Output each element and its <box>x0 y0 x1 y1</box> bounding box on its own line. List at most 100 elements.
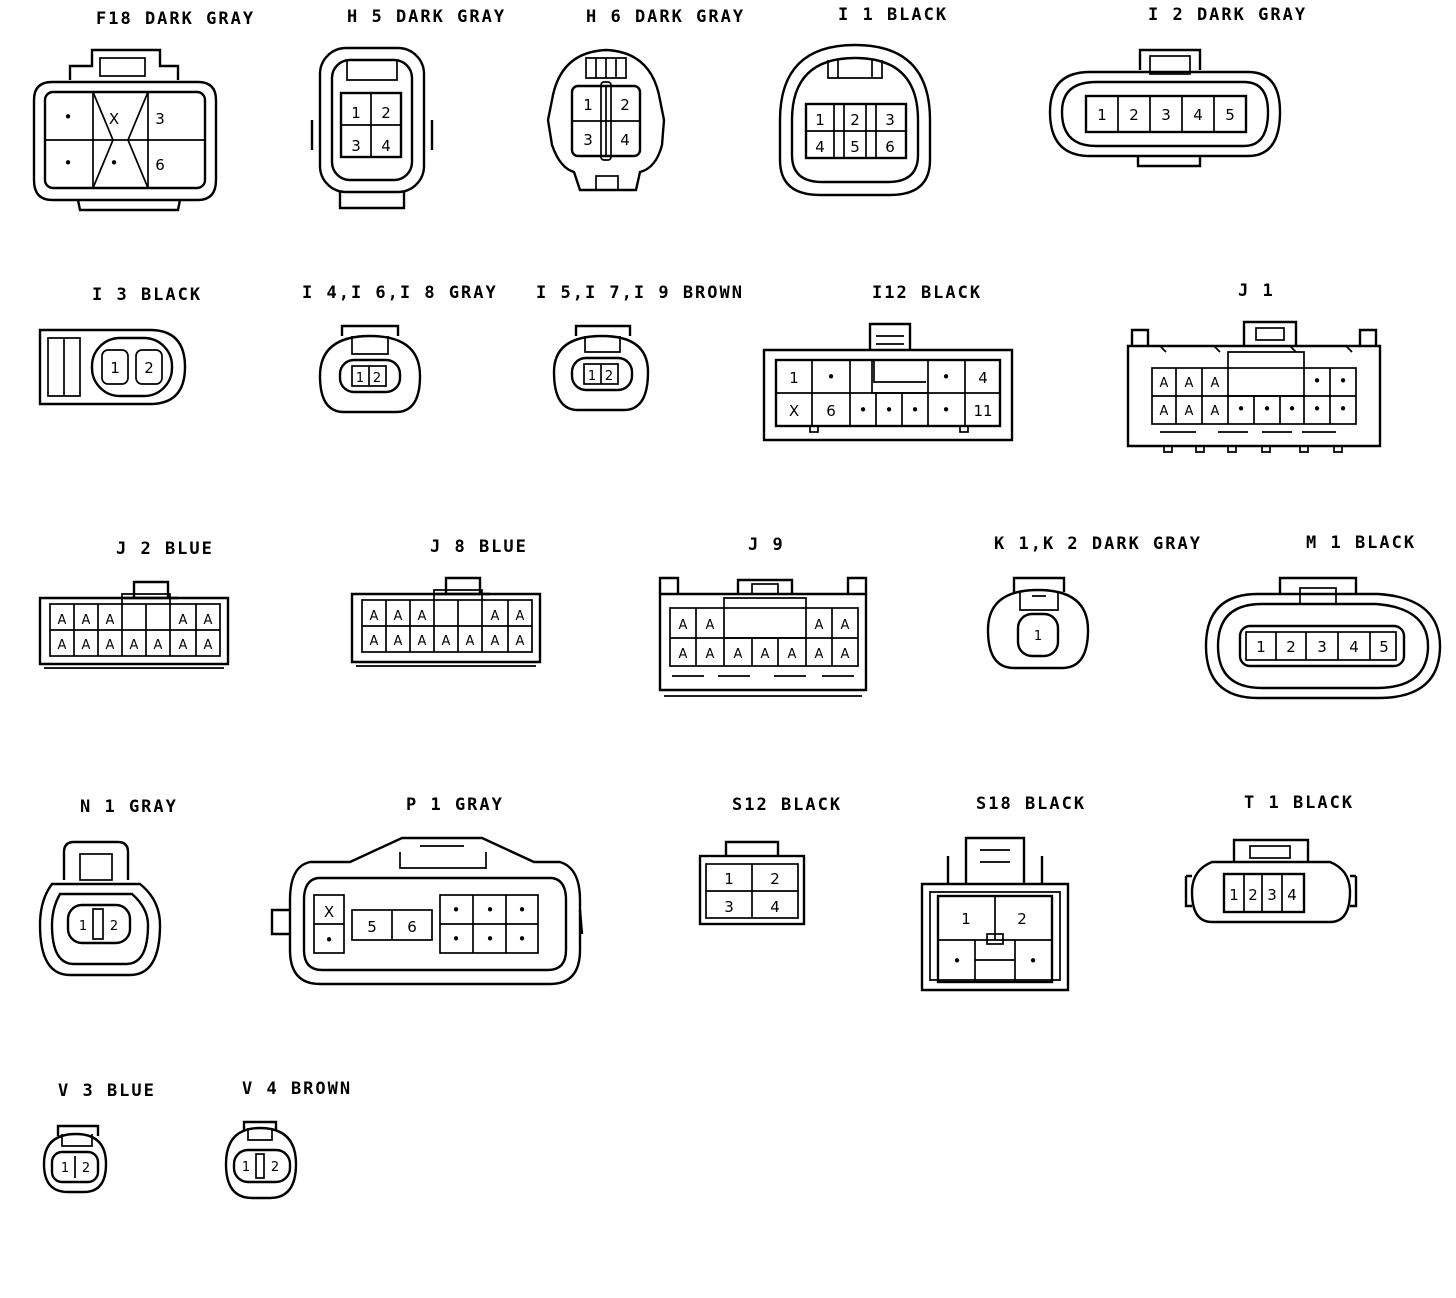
pin: 3 <box>885 111 895 129</box>
connector-label: J 2 BLUE <box>116 539 214 559</box>
connector-h5: H 5 DARK GRAY 1 2 3 4 <box>310 7 504 210</box>
pin: 1 <box>1097 106 1107 124</box>
pin: 6 <box>826 402 836 420</box>
pin: 1 <box>583 96 593 114</box>
pin: • <box>942 401 951 419</box>
pin: 1 <box>356 371 364 386</box>
pin: • <box>942 368 951 386</box>
connector-label: I 2 DARK GRAY <box>1148 5 1307 25</box>
pin: A <box>1160 404 1169 419</box>
pin: 1 <box>789 369 799 387</box>
pin: • <box>1313 400 1322 418</box>
connector-j1: J 1 A A A • • A A A • • • • • <box>1126 281 1382 453</box>
pin: A <box>394 634 403 649</box>
pin: 1 <box>351 104 361 122</box>
pin: A <box>1211 376 1220 391</box>
pin: 5 <box>850 138 860 156</box>
pin: A <box>418 634 427 649</box>
connector-label: H 6 DARK GRAY <box>586 7 745 27</box>
pin: 1 <box>61 1161 69 1176</box>
connector-label: T 1 BLACK <box>1244 793 1354 813</box>
pin: 5 <box>1379 638 1389 656</box>
connector-i1: I 1 BLACK 1 2 3 4 5 6 <box>778 5 946 197</box>
pin: 1 <box>961 910 971 928</box>
pin: A <box>130 638 139 653</box>
pin: 1 <box>724 870 734 888</box>
pin: 5 <box>367 918 377 936</box>
connector-i4-i6-i8: I 4,I 6,I 8 GRAY 1 2 <box>302 283 496 414</box>
connector-label: I 5,I 7,I 9 BROWN <box>536 283 744 303</box>
pin: • <box>325 931 334 949</box>
pin: 3 <box>583 131 593 149</box>
connector-i12: I12 BLACK 1 • • 4 X 6 • • • • 11 <box>762 283 1014 442</box>
pin: 2 <box>620 96 630 114</box>
connector-i5-i7-i9: I 5,I 7,I 9 BROWN 1 2 <box>536 283 744 412</box>
pin: 4 <box>381 137 391 155</box>
pin: A <box>734 647 743 662</box>
pin: A <box>1185 404 1194 419</box>
pin: A <box>491 634 500 649</box>
pin: A <box>706 647 715 662</box>
connector-v3: V 3 BLUE 1 2 <box>42 1081 156 1194</box>
connector-label: S12 BLACK <box>732 795 842 815</box>
pin: 3 <box>1267 886 1277 904</box>
pin: 1 <box>815 111 825 129</box>
pin: • <box>518 901 527 919</box>
pin: 1 <box>588 369 596 384</box>
pin: A <box>1185 376 1194 391</box>
pin: A <box>466 634 475 649</box>
connector-k1-k2: K 1,K 2 DARK GRAY 1 <box>986 534 1200 670</box>
pin: 6 <box>155 156 165 174</box>
connector-label: S18 BLACK <box>976 794 1086 814</box>
pin: A <box>418 609 427 624</box>
pin: 4 <box>770 898 780 916</box>
pin: 3 <box>155 110 165 128</box>
pin: • <box>452 930 461 948</box>
pin: • <box>452 901 461 919</box>
pin: A <box>761 647 770 662</box>
pin: A <box>106 638 115 653</box>
pin: • <box>486 901 495 919</box>
pin: • <box>64 154 73 172</box>
pin: 2 <box>110 919 118 934</box>
pin: 1 <box>1256 638 1266 656</box>
pin: 2 <box>1017 910 1027 928</box>
pin: 2 <box>381 104 391 122</box>
connector-label: J 9 <box>748 535 785 555</box>
pin: 1 <box>242 1160 250 1175</box>
pin: • <box>110 154 119 172</box>
pin: 4 <box>978 369 988 387</box>
connector-h6: H 6 DARK GRAY 1 2 3 4 <box>546 7 745 192</box>
connector-label: J 8 BLUE <box>430 537 528 557</box>
pin: 2 <box>1248 886 1258 904</box>
pin: 4 <box>1193 106 1203 124</box>
connector-label: I 3 BLACK <box>92 285 202 305</box>
pin: 2 <box>605 369 613 384</box>
pin: • <box>64 108 73 126</box>
connector-s12: S12 BLACK 1 2 3 4 <box>698 795 842 926</box>
connector-label: J 1 <box>1238 281 1275 301</box>
pin: 3 <box>1317 638 1327 656</box>
connector-m1: M 1 BLACK 1 2 3 4 5 <box>1204 533 1442 700</box>
connector-i2: I 2 DARK GRAY 1 2 3 4 5 <box>1048 5 1307 168</box>
connector-label: V 3 BLUE <box>58 1081 156 1101</box>
pin: A <box>82 638 91 653</box>
pin: A <box>788 647 797 662</box>
pin: A <box>204 613 213 628</box>
connector-label: P 1 GRAY <box>406 795 504 815</box>
connector-t1: T 1 BLACK 1 2 3 4 <box>1184 793 1358 924</box>
pin: • <box>518 930 527 948</box>
pin: • <box>911 401 920 419</box>
pin: A <box>706 618 715 633</box>
pin: X <box>109 110 119 128</box>
pin: 4 <box>1287 886 1297 904</box>
pin: A <box>370 634 379 649</box>
pin: 3 <box>724 898 734 916</box>
pin: 4 <box>815 138 825 156</box>
pin: A <box>204 638 213 653</box>
pin: 1 <box>79 919 87 934</box>
connector-label: N 1 GRAY <box>80 797 178 817</box>
pin: • <box>1237 400 1246 418</box>
pin: 1 <box>1229 886 1239 904</box>
